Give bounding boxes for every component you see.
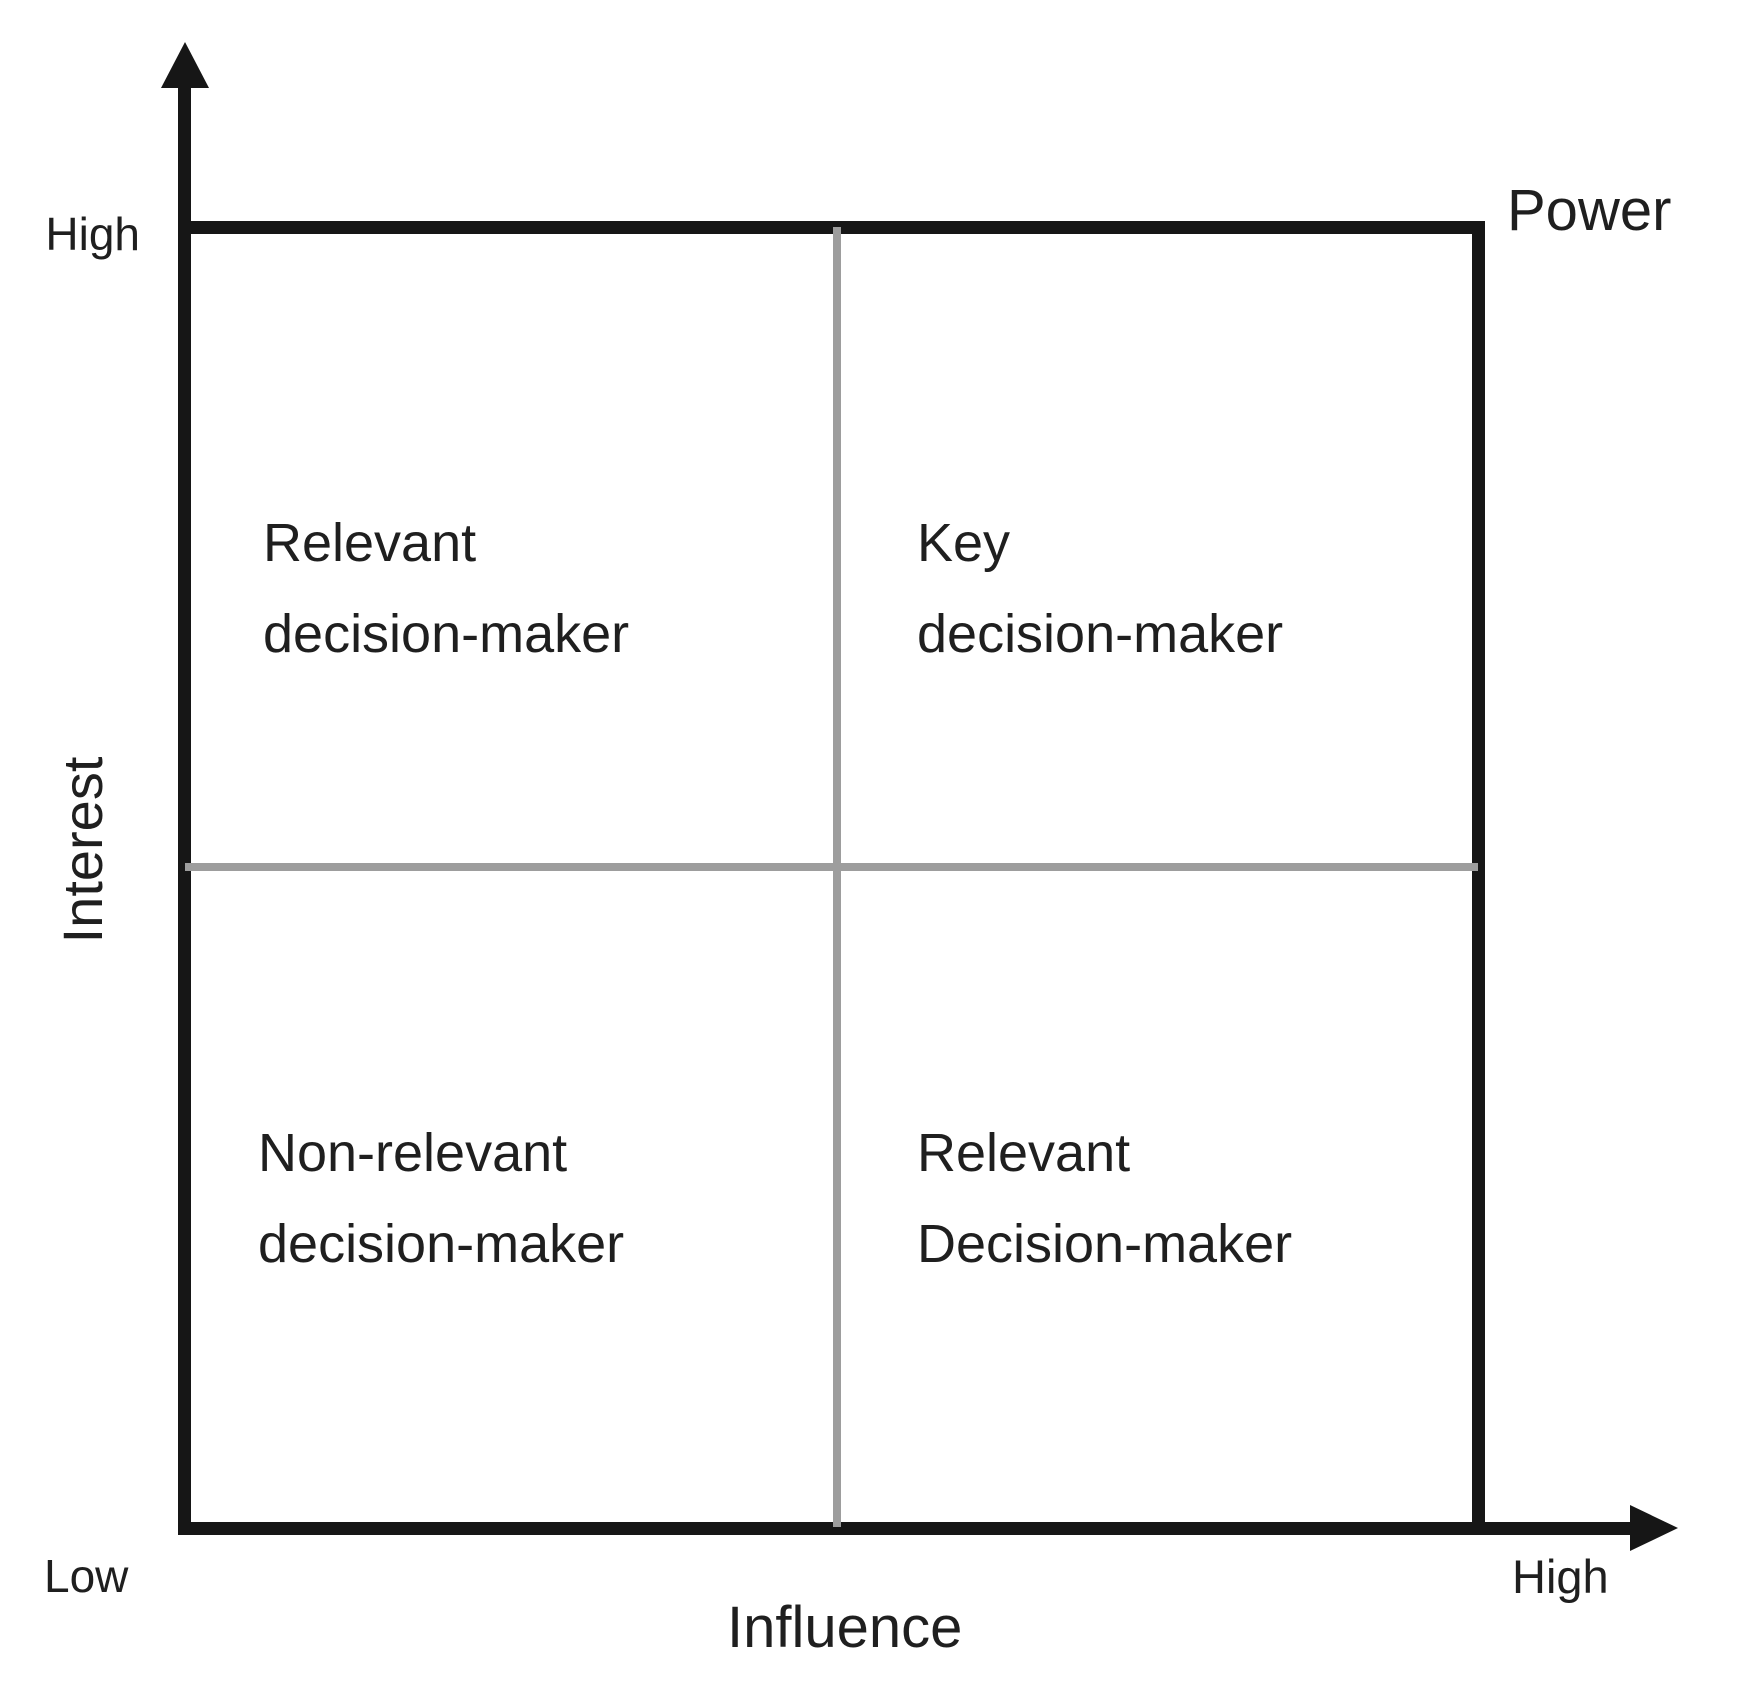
quadrant-top-left-label: Relevant decision-maker <box>263 498 629 680</box>
x-axis-low-label: Low <box>44 1550 129 1602</box>
x-axis-title: Influence <box>727 1595 963 1660</box>
quadrant-bottom-left-label: Non-relevant decision-maker <box>258 1108 624 1290</box>
matrix-top-border <box>178 221 1485 234</box>
y-axis-title: Interest <box>51 756 114 944</box>
horizontal-divider-line <box>185 863 1478 871</box>
power-corner-label: Power <box>1507 178 1672 243</box>
matrix-right-border <box>1472 221 1485 1535</box>
quadrant-top-left-line2: decision-maker <box>263 604 630 664</box>
quadrant-top-right-line1: Key <box>917 513 1011 573</box>
x-axis-high-label: High <box>1512 1550 1609 1603</box>
quadrant-bottom-left-line1: Non-relevant <box>258 1123 568 1183</box>
vertical-divider-line <box>833 227 841 1527</box>
x-axis-arrowhead-icon <box>1630 1505 1678 1551</box>
quadrant-bottom-right-line1: Relevant <box>917 1123 1131 1183</box>
y-axis-line <box>178 78 191 1535</box>
quadrant-top-left-line1: Relevant <box>263 513 477 573</box>
y-axis-high-label: High <box>45 208 140 260</box>
quadrant-top-right-label: Key decision-maker <box>917 498 1283 680</box>
x-axis-line <box>178 1522 1633 1535</box>
quadrant-top-right-line2: decision-maker <box>917 604 1284 664</box>
quadrant-bottom-right-label: Relevant Decision-maker <box>917 1108 1292 1290</box>
quadrant-bottom-right-line2: Decision-maker <box>917 1214 1293 1274</box>
quadrant-bottom-left-line2: decision-maker <box>258 1214 625 1274</box>
